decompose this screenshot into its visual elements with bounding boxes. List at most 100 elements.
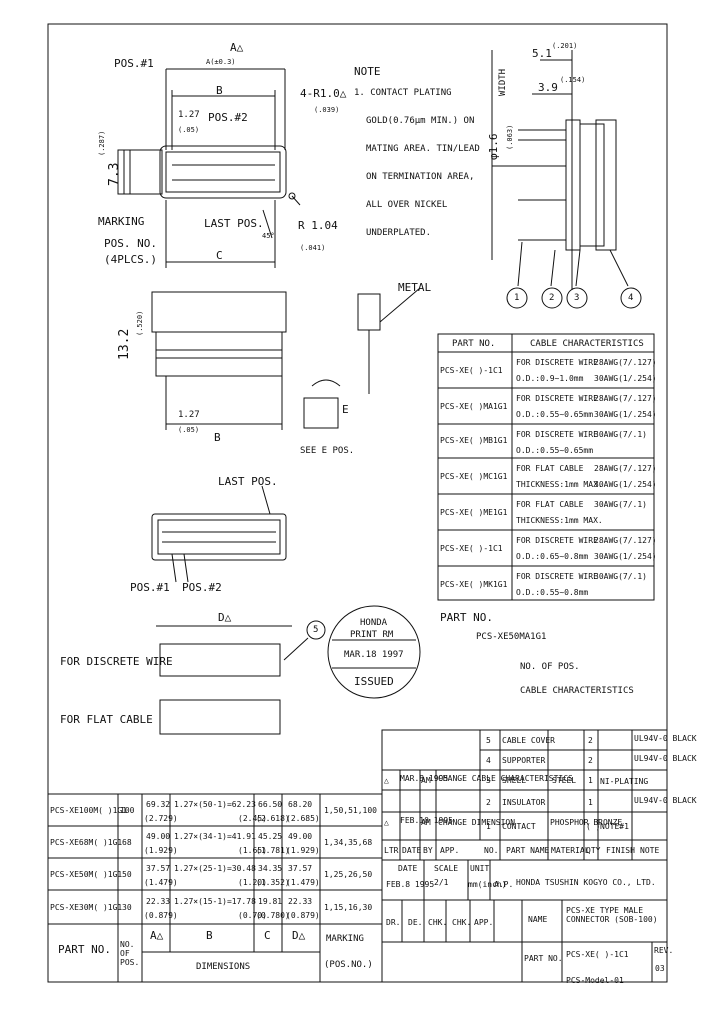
hole-sub: (.039) bbox=[314, 106, 340, 114]
side-dim-2-sub: (.154) bbox=[560, 76, 586, 84]
tb-rev: 03 bbox=[655, 964, 665, 973]
side-dim-1: 5.1 bbox=[532, 47, 552, 60]
bottom-last-pos: LAST POS. bbox=[218, 475, 278, 488]
dim-a-label: A△ bbox=[230, 41, 244, 54]
bom-head-material: MATERIAL bbox=[551, 846, 590, 855]
bom-head-ltr: LTR bbox=[384, 846, 399, 855]
tb-sign-app: APP. bbox=[474, 918, 494, 927]
note-line-3: MATING AREA. TIN/LEAD bbox=[366, 144, 480, 154]
pos-no-label: POS. NO. bbox=[104, 237, 157, 250]
bom-head-qty: QTY bbox=[586, 846, 601, 855]
width-label: WIDTH bbox=[498, 68, 508, 96]
dim-table-grid bbox=[47, 793, 383, 983]
last-pos-label: LAST POS. bbox=[204, 217, 264, 230]
note-line-5: ALL OVER NICKEL bbox=[366, 200, 448, 210]
rev-2-text: CHANGE DIMENSION bbox=[438, 818, 516, 827]
rev-1-ltr: △ bbox=[384, 776, 389, 785]
cable-table-head-char: CABLE CHARACTERISTICS bbox=[530, 339, 644, 349]
hole-label: 4-R1.0△ bbox=[300, 87, 347, 100]
tb-partno-label: PART NO. bbox=[524, 954, 563, 963]
note-line-4: ON TERMINATION AREA, bbox=[366, 172, 475, 182]
bom-head-finish: FINISH bbox=[606, 846, 635, 855]
note-title: NOTE bbox=[354, 65, 381, 78]
bom-head-note: NOTE bbox=[640, 846, 660, 855]
detail-e: E bbox=[342, 403, 349, 416]
dim-head-b: B bbox=[206, 929, 213, 942]
cable-views bbox=[156, 620, 326, 735]
front-view bbox=[151, 287, 421, 430]
stamp-top: HONDA bbox=[360, 618, 388, 628]
dia-sub: (.063) bbox=[506, 124, 514, 150]
dim-head-marking: MARKING bbox=[326, 934, 364, 944]
balloon-2: 2 bbox=[549, 293, 555, 303]
partno-cable: CABLE CHARACTERISTICS bbox=[520, 686, 634, 696]
front-pitch: 1.27 bbox=[178, 410, 200, 420]
tb-rev-label: REV. bbox=[654, 946, 674, 955]
tb-unit: mm(inch) bbox=[468, 880, 507, 889]
tb-date: FEB.8 1995 bbox=[386, 880, 435, 889]
front-pitch-sub: (.05) bbox=[178, 426, 200, 434]
dim-head-c: C bbox=[264, 929, 271, 942]
tb-sign-chk2: CHK. bbox=[452, 918, 472, 927]
note-line-6: UNDERPLATED. bbox=[366, 228, 432, 238]
dim-head-part: PART NO. bbox=[58, 943, 111, 956]
angle-label: 45° bbox=[262, 232, 275, 240]
partno-legend-label: PART NO. bbox=[440, 611, 493, 624]
balloon-5: 5 bbox=[313, 625, 319, 635]
bottom-pos2: POS.#2 bbox=[182, 581, 222, 594]
dia-label: φ1.6 bbox=[487, 133, 500, 161]
stamp-mid: PRINT RM bbox=[350, 630, 394, 640]
dim-head-dimensions: DIMENSIONS bbox=[196, 962, 251, 972]
tb-ap: A.P. bbox=[494, 880, 514, 889]
cable-table-head-part: PART NO. bbox=[452, 339, 496, 349]
stamp-date: MAR.18 1997 bbox=[344, 650, 404, 660]
balloon-3: 3 bbox=[574, 293, 580, 303]
bom-head-date: DATE bbox=[402, 846, 422, 855]
dim-a-sub: A(±0.3) bbox=[206, 58, 236, 66]
side-dim-1-sub: (.201) bbox=[552, 42, 578, 50]
tb-scale-label: SCALE bbox=[434, 864, 459, 873]
height-sub: (.287) bbox=[98, 130, 106, 156]
dim-head-a: A△ bbox=[150, 929, 164, 942]
tb-unit-label: UNIT bbox=[470, 864, 490, 873]
rev-2-date: FEB.10 1995 bbox=[400, 816, 453, 825]
rev-2-ltr: △ bbox=[384, 818, 389, 827]
balloon-4: 4 bbox=[628, 293, 634, 303]
tb-drawing-no: PCS-Model-01 bbox=[566, 976, 624, 985]
flat-cable-label: FOR FLAT CABLE bbox=[60, 713, 153, 726]
tb-date-label: DATE bbox=[398, 864, 418, 873]
pos1-label: POS.#1 bbox=[114, 57, 154, 70]
discrete-wire-label: FOR DISCRETE WIRE bbox=[60, 655, 173, 668]
metal-label: METAL bbox=[398, 281, 432, 294]
partno-nopos: NO. OF POS. bbox=[520, 662, 580, 672]
tb-sign-dr: DR. bbox=[386, 918, 401, 927]
tb-sign-chk1: CHK. bbox=[428, 918, 448, 927]
marking-label: MARKING bbox=[98, 215, 145, 228]
bom-head-app: APP. bbox=[440, 846, 460, 855]
rev-1-text: CHANGE CABLE CHARACTERISTICS bbox=[438, 774, 573, 783]
bottom-view bbox=[151, 485, 287, 583]
top-view bbox=[117, 68, 301, 268]
tb-partno: PCS-XE( )-1C1 bbox=[566, 950, 629, 959]
pos-no-plcs: (4PLCS.) bbox=[104, 253, 157, 266]
dim-b-label: B bbox=[216, 84, 223, 97]
rev-1-date: MAR.8 1995 bbox=[400, 774, 449, 783]
tb-name-label: NAME bbox=[528, 915, 548, 924]
side-dim-2: 3.9 bbox=[538, 81, 558, 94]
radius-label: R 1.04 bbox=[298, 219, 338, 232]
balloon-1: 1 bbox=[514, 293, 520, 303]
rev-2-by: AM bbox=[421, 818, 431, 827]
bottom-pos1: POS.#1 bbox=[130, 581, 170, 594]
dim-c-label: C bbox=[216, 249, 223, 262]
front-height-label: 13.2 bbox=[117, 328, 132, 360]
side-view bbox=[491, 50, 642, 309]
tb-company: HONDA TSUSHIN KOGYO CO., LTD. bbox=[516, 878, 656, 887]
stamp bbox=[327, 605, 421, 699]
height-label: 7.3 bbox=[107, 162, 122, 186]
dim-head-posno: (POS.NO.) bbox=[324, 960, 373, 970]
dim-head-pos: NO. OF POS. bbox=[120, 940, 140, 967]
cable-table-grid bbox=[437, 333, 655, 601]
bom-head-no: NO. bbox=[484, 846, 499, 855]
pitch-label: 1.27 bbox=[178, 110, 200, 120]
